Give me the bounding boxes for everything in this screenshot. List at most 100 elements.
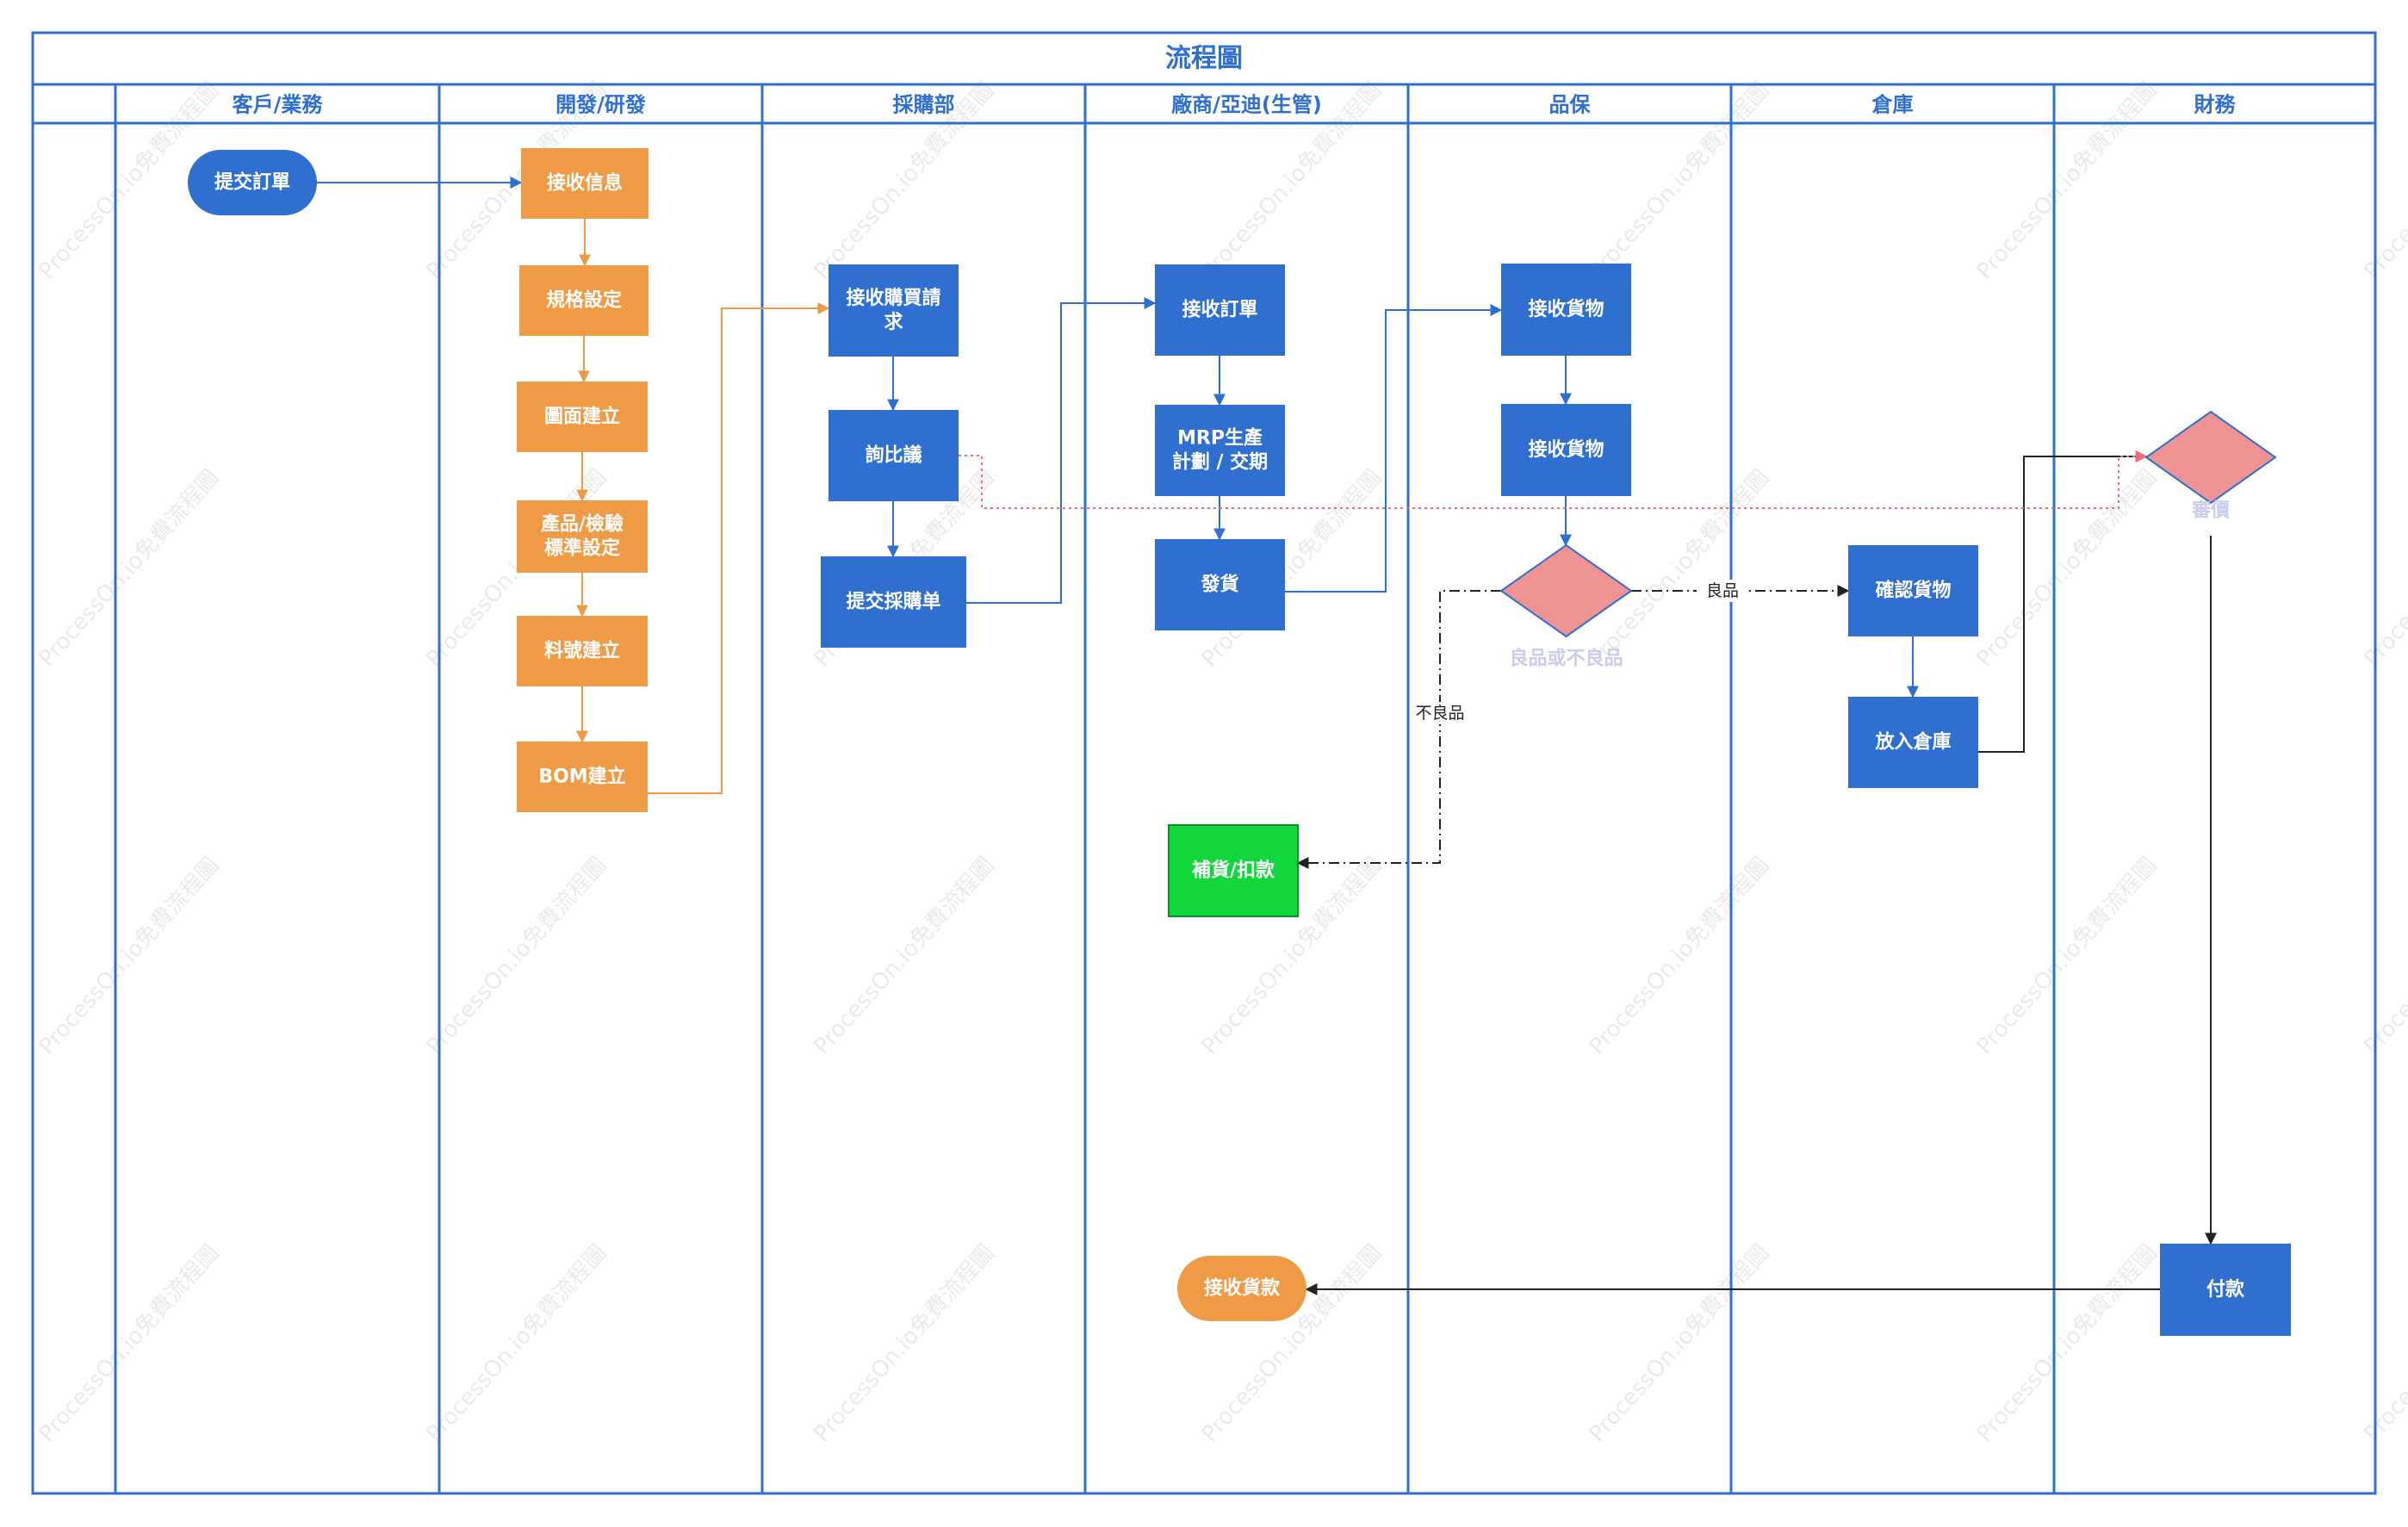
edge-label: 良品 xyxy=(1706,581,1739,600)
node-qa-receive-2[interactable]: 接收貨物 xyxy=(1501,404,1631,496)
watermark-text: ProcessOn.io免費流程圖 xyxy=(34,465,224,673)
node-label: 放入倉庫 xyxy=(1874,731,1951,754)
node-shape xyxy=(2144,410,2277,505)
node-shape xyxy=(1155,264,1285,356)
watermark-text: ProcessOn.io免費流程圖 xyxy=(2359,853,2408,1060)
edge-label-bg xyxy=(1697,580,1748,602)
watermark-text: ProcessOn.io免費流程圖 xyxy=(2359,78,2408,285)
node-qa-receive-1[interactable]: 接收貨物 xyxy=(1501,264,1631,356)
edge-price-inquiry-to-price-review xyxy=(959,450,2148,509)
node-label: 發貨 xyxy=(1200,574,1238,596)
node-shape xyxy=(829,264,959,357)
edge-label: 不良品 xyxy=(1415,704,1464,723)
lane-layer: 客戶/業務 開發/研發 採購部 廠商/亞迪(生管) 品保 倉庫 財務 xyxy=(114,84,2237,1493)
node-shape xyxy=(829,410,959,501)
node-label: 補貨/扣款 xyxy=(1191,860,1275,882)
lane-header-qa: 品保 xyxy=(1549,93,1592,117)
node-label: 料號建立 xyxy=(544,640,620,662)
node-label: 標準設定 xyxy=(544,537,620,560)
node-label: 接收訂單 xyxy=(1182,299,1257,321)
node-good-or-bad[interactable]: 良品或不良品 xyxy=(1499,543,1633,670)
node-label: 接收貨物 xyxy=(1528,438,1604,461)
node-drawing-create[interactable]: 圖面建立 xyxy=(517,382,648,452)
edge-label-bg xyxy=(1414,702,1466,724)
node-label: 確認貨物 xyxy=(1875,580,1951,602)
node-put-warehouse[interactable]: 放入倉庫 xyxy=(1848,697,1978,788)
node-shape xyxy=(1501,264,1631,356)
node-label: 提交採購单 xyxy=(846,591,940,613)
node-price-review[interactable]: 審價 xyxy=(2144,410,2277,522)
node-label: 付款 xyxy=(2206,1278,2245,1300)
watermark-text: ProcessOn.io免費流程圖 xyxy=(1584,1240,1774,1448)
watermark-text: ProcessOn.io免費流程圖 xyxy=(421,853,611,1060)
node-label: 圖面建立 xyxy=(544,406,620,428)
node-payment[interactable]: 付款 xyxy=(2160,1244,2291,1336)
node-label: 接收貨款 xyxy=(1204,1277,1281,1300)
swimlane-frame xyxy=(31,31,2377,1495)
node-label: 提交訂單 xyxy=(214,171,290,194)
node-partno-create[interactable]: 料號建立 xyxy=(517,616,648,686)
node-receive-order[interactable]: 接收訂單 xyxy=(1155,264,1285,356)
edge-submit-po-to-receive-order xyxy=(966,297,1157,604)
node-label: 接收購買請 xyxy=(846,287,940,309)
node-receive-info[interactable]: 接收信息 xyxy=(521,148,649,219)
node-replenish[interactable]: 補貨/扣款 xyxy=(1168,824,1299,917)
edge-bom-create-to-receive-purchase-request xyxy=(648,302,830,794)
node-shape xyxy=(1848,545,1978,636)
node-shape xyxy=(521,148,649,219)
node-shape xyxy=(1501,404,1631,496)
node-price-inquiry[interactable]: 詢比議 xyxy=(829,410,959,501)
node-label: 接收貨物 xyxy=(1528,298,1604,320)
node-label: 接收信息 xyxy=(547,172,623,195)
node-shape xyxy=(517,382,648,452)
node-confirm-goods[interactable]: 確認貨物 xyxy=(1848,545,1978,636)
watermark-text: ProcessOn.io免費流程圖 xyxy=(1971,465,2162,673)
node-shape xyxy=(1177,1256,1306,1321)
lane-header-vendor: 廠商/亞迪(生管) xyxy=(1171,93,1322,117)
watermark-text: ProcessOn.io免費流程圖 xyxy=(34,853,224,1060)
node-label: 規格設定 xyxy=(546,289,622,312)
watermark-text: ProcessOn.io免費流程圖 xyxy=(1971,853,2162,1060)
watermark-text: ProcessOn.io免費流程圖 xyxy=(2359,465,2408,673)
node-shape xyxy=(517,616,648,686)
node-shape xyxy=(519,265,649,336)
edge-put-warehouse-to-price-review xyxy=(1978,450,2148,753)
node-spec-setting[interactable]: 規格設定 xyxy=(519,265,649,336)
node-shape xyxy=(517,742,648,812)
node-shape xyxy=(517,500,648,573)
edge-ship-to-qa-receive-1 xyxy=(1285,304,1503,593)
node-label: 良品或不良品 xyxy=(1509,648,1623,670)
node-label: 產品/檢驗 xyxy=(541,513,624,536)
node-receive-payment[interactable]: 接收貨款 xyxy=(1177,1256,1306,1321)
node-shape xyxy=(1155,539,1285,630)
diagram-title: 流程圖 xyxy=(1165,44,1243,74)
watermark-text: ProcessOn.io免費流程圖 xyxy=(1584,78,1774,285)
node-label: MRP生產 xyxy=(1177,427,1263,450)
node-submit-po[interactable]: 提交採購单 xyxy=(821,556,966,648)
node-shape xyxy=(821,556,966,648)
node-submit-order[interactable]: 提交訂單 xyxy=(188,150,317,215)
node-shape xyxy=(2160,1244,2291,1336)
lane-header-customer: 客戶/業務 xyxy=(233,93,324,117)
lane-header-rd: 開發/研發 xyxy=(555,93,646,117)
node-bom-create[interactable]: BOM建立 xyxy=(517,742,648,812)
node-label: 詢比議 xyxy=(865,444,922,467)
node-ship[interactable]: 發貨 xyxy=(1155,539,1285,630)
lane-header-finance: 財務 xyxy=(2194,93,2237,117)
watermark-text: ProcessOn.io免費流程圖 xyxy=(1584,853,1774,1060)
lane-header-warehouse: 倉庫 xyxy=(1871,93,1914,117)
node-shape xyxy=(1168,824,1299,917)
node-shape xyxy=(188,150,317,215)
node-label: BOM建立 xyxy=(538,766,625,788)
watermark-text: ProcessOn.io免費流程圖 xyxy=(421,1240,611,1448)
node-label: 計劃 / 交期 xyxy=(1172,451,1268,474)
lane-header-purchase: 採購部 xyxy=(893,93,955,117)
node-shape xyxy=(1848,697,1978,788)
edge-good-or-bad-to-replenish xyxy=(1296,590,1501,869)
watermark-text: ProcessOn.io免費流程圖 xyxy=(809,1240,999,1448)
